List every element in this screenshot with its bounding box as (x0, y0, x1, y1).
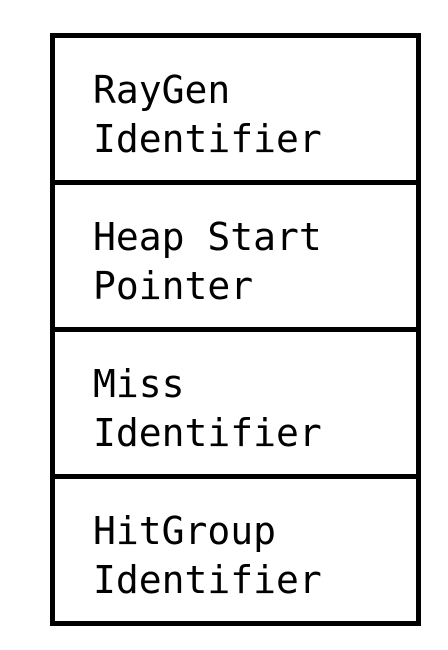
hitgroup-identifier-cell: HitGroup Identifier (55, 479, 416, 621)
cell-label-line-1: HitGroup (93, 509, 277, 553)
cell-label-line-1: Miss (93, 362, 185, 406)
cell-label-line-2: Identifier (93, 117, 322, 161)
cell-label-line-1: RayGen (93, 68, 231, 112)
cell-label-line-2: Identifier (93, 558, 322, 602)
heap-start-pointer-cell: Heap Start Pointer (55, 185, 416, 332)
miss-identifier-cell: Miss Identifier (55, 332, 416, 479)
cell-label-line-2: Pointer (93, 264, 254, 308)
raygen-identifier-cell: RayGen Identifier (55, 38, 416, 185)
memory-layout-stack: RayGen Identifier Heap Start Pointer Mis… (50, 33, 421, 626)
cell-label-line-1: Heap Start (93, 215, 322, 259)
cell-label-line-2: Identifier (93, 411, 322, 455)
